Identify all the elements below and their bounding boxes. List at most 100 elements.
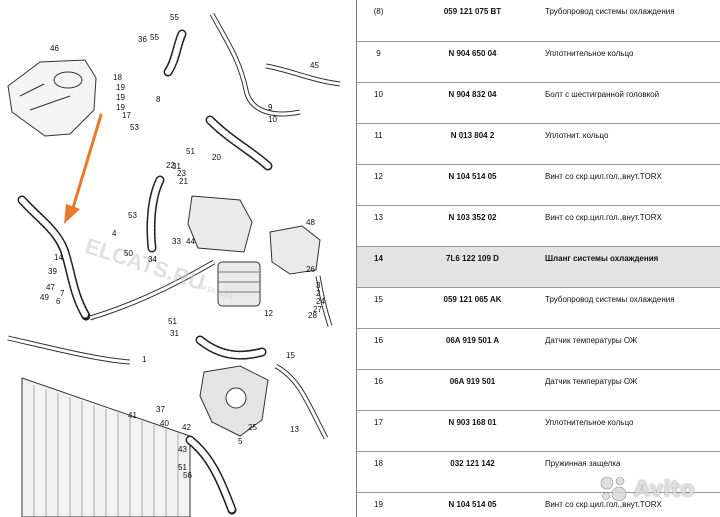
callout-number: 47 (46, 283, 55, 292)
part-number: 059 121 075 BT (443, 7, 502, 16)
part-position: 10 (374, 90, 383, 99)
avito-logo-icon (600, 476, 627, 502)
part-name: Трубопровод системы охлаждения (545, 295, 675, 304)
part-position: 12 (374, 172, 383, 181)
highlight-arrow (64, 113, 103, 224)
callout-number: 18 (113, 73, 122, 82)
part-name: Датчик температуры ОЖ (545, 336, 638, 345)
callout-number: 10 (268, 115, 277, 124)
callout-number: 50 (124, 249, 133, 258)
parts-table-row: 15 059 121 065 AK Трубопровод системы охла… (357, 287, 720, 328)
part-position: (8) (373, 7, 384, 16)
part-position: 11 (374, 131, 383, 140)
callout-number: 42 (182, 423, 191, 432)
callout-number: 45 (310, 61, 319, 70)
diagram-drawing: ELCATS.RU 04.04.2023 5555463618191919178… (7, 12, 341, 517)
avito-watermark: Avito (600, 474, 695, 504)
part-name: Болт с шестигранной головкой (545, 90, 660, 99)
panel-divider (356, 0, 357, 517)
part-name: Пружинная защелка (545, 459, 621, 468)
part-position: 13 (374, 213, 383, 222)
callout-number: 19 (116, 103, 125, 112)
parts-table-row: 9 N 904 650 04 Уплотнительное кольцо (357, 41, 720, 82)
coolant-hoses (17, 29, 273, 515)
parts-table-row: 12 N 104 514 05 Винт со скр.цил.гол.,внут.… (357, 164, 720, 205)
callout-number: 25 (248, 423, 257, 432)
callout-number: 43 (178, 445, 187, 454)
part-position: 16 (374, 377, 383, 386)
callout-number: 40 (160, 419, 169, 428)
callout-number: 24 (316, 297, 325, 306)
oil-cooler (187, 195, 321, 307)
part-position: 15 (374, 295, 383, 304)
part-name: Винт со скр.цил.гол.,внут.TORX (545, 213, 662, 222)
callout-number: 21 (179, 177, 188, 186)
callout-number: 7 (60, 289, 65, 298)
part-position: 18 (374, 459, 383, 468)
parts-table-row: 11 N 013 804 2 Уплотнит. кольцо (357, 123, 720, 164)
callout-number: 5 (238, 437, 243, 446)
part-name: Шланг системы охлаждения (545, 254, 659, 263)
part-name: Уплотнительное кольцо (545, 418, 634, 427)
callout-number: 51 (178, 463, 187, 472)
parts-table-row: 17 N 903 168 01 Уплотнительное кольцо (357, 410, 720, 451)
callout-number: 28 (308, 311, 317, 320)
part-number: N 104 514 05 (448, 172, 497, 181)
callout-number: 15 (286, 351, 295, 360)
parts-table-row: (8) 059 121 075 BT Трубопровод системы охл… (357, 0, 720, 41)
parts-table-row: 13 N 103 352 02 Винт со скр.цил.гол.,внут.… (357, 205, 720, 246)
part-name: Уплотнительное кольцо (545, 49, 634, 58)
callout-number: 48 (306, 218, 315, 227)
part-name: Уплотнит. кольцо (545, 131, 609, 140)
callout-number: 51 (168, 317, 177, 326)
callout-number: 49 (40, 293, 49, 302)
part-number: N 903 168 01 (448, 418, 497, 427)
part-position: 16 (374, 336, 383, 345)
callout-number: 53 (130, 123, 139, 132)
parts-table-row: 18 032 121 142 Пружинная защелка (357, 451, 720, 492)
part-number: N 103 352 02 (448, 213, 497, 222)
part-number: N 904 650 04 (448, 49, 497, 58)
part-number: 059 121 065 AK (443, 295, 502, 304)
callout-number: 34 (148, 255, 157, 264)
callout-number: 22 (166, 161, 175, 170)
callout-number: 37 (156, 405, 165, 414)
callout-number: 53 (128, 211, 137, 220)
callout-number: 55 (150, 33, 159, 42)
part-number: N 013 804 2 (450, 131, 495, 140)
callout-number: 14 (54, 253, 63, 262)
callout-number: 6 (56, 297, 61, 306)
callout-number: 27 (313, 305, 322, 314)
part-name: Датчик температуры ОЖ (545, 377, 638, 386)
callout-number: 23 (177, 169, 186, 178)
callout-number: 1 (142, 355, 147, 364)
part-position: 9 (376, 49, 381, 58)
part-number: 032 121 142 (450, 459, 495, 468)
callout-number: 19 (116, 83, 125, 92)
part-name: Винт со скр.цил.гол.,внут.TORX (545, 172, 662, 181)
callout-number: 19 (116, 93, 125, 102)
callout-number: 20 (212, 153, 221, 162)
avito-watermark-text: Avito (634, 477, 695, 501)
callout-number: 31 (170, 329, 179, 338)
callout-number: 46 (50, 44, 59, 53)
part-number: N 104 514 05 (448, 500, 497, 509)
part-name: Трубопровод системы охлаждения (545, 7, 675, 16)
callout-number: 56 (183, 471, 192, 480)
callout-number: 33 (172, 237, 181, 246)
part-position: 17 (374, 418, 383, 427)
callout-number: 17 (122, 111, 131, 120)
callout-number: 31 (172, 162, 181, 171)
callout-number: 4 (112, 229, 117, 238)
part-position: 19 (374, 500, 383, 509)
callout-number: 3 (316, 281, 321, 290)
callout-number: 13 (290, 425, 299, 434)
callout-number: 39 (48, 267, 57, 276)
radiator (21, 377, 191, 517)
part-number: 06A 919 501 A (445, 336, 500, 345)
callout-number: 44 (186, 237, 195, 246)
